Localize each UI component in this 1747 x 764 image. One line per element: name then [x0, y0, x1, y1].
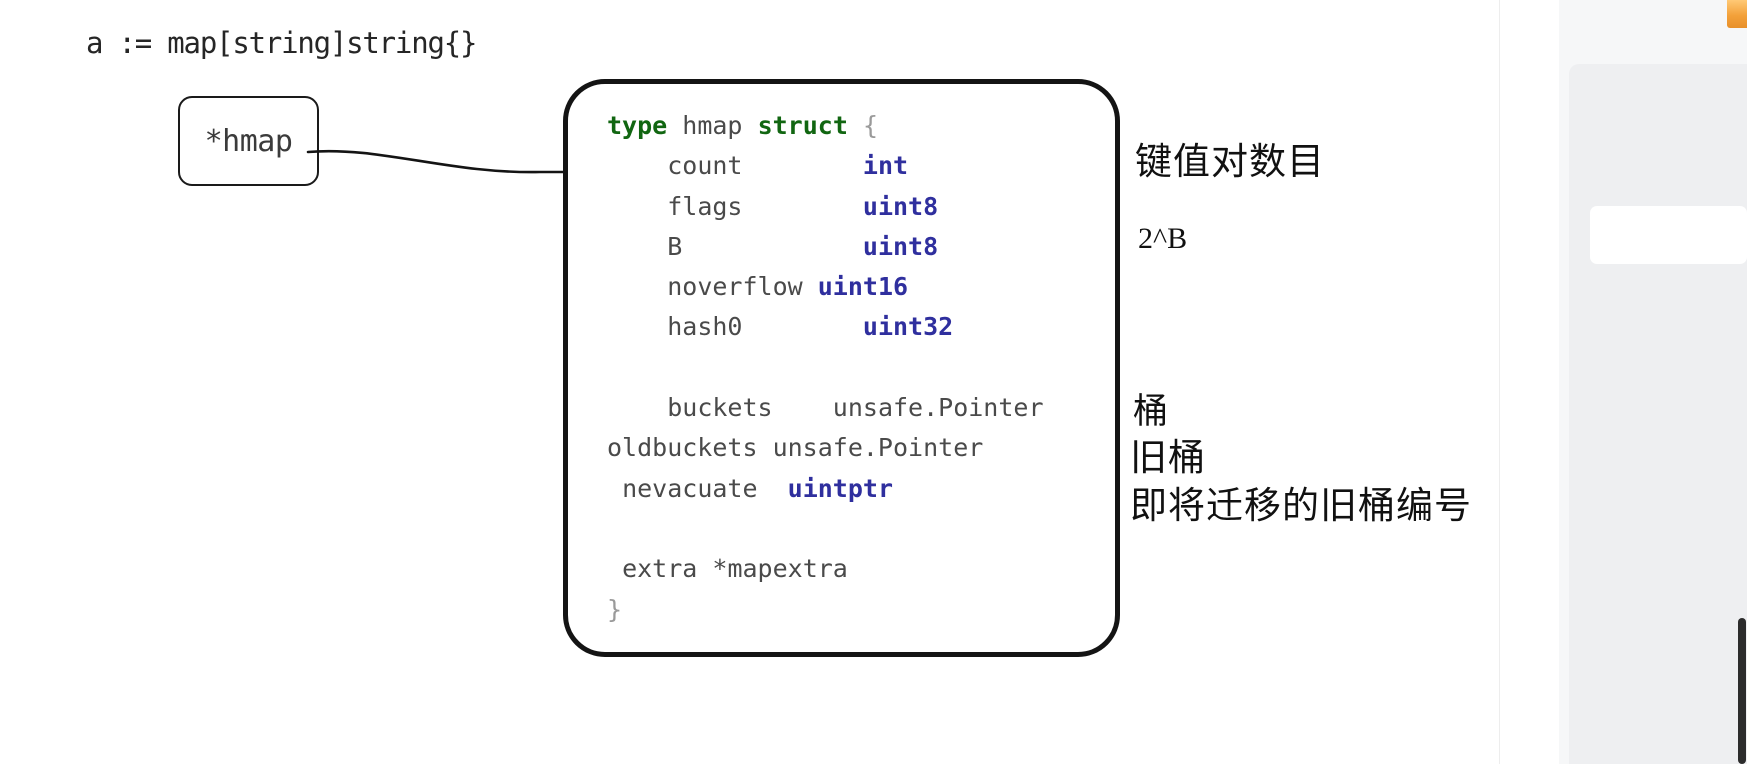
field-type-count: int: [862, 151, 909, 181]
slide-canvas: a := map[string]string{} *hmap type hmap…: [86, 26, 1472, 657]
struct-name: hmap: [682, 111, 743, 140]
struct-field-row: extra *mapextra: [607, 549, 1044, 589]
annotation-count: 键值对数目: [1135, 140, 1325, 183]
field-name-nevacuate: nevacuate: [622, 473, 758, 503]
rail-accent-badge: [1727, 0, 1747, 28]
field-type-oldbuckets: unsafe.Pointer: [772, 433, 984, 463]
rail-card-inner[interactable]: [1590, 206, 1747, 264]
struct-field-row: noverflow uint16: [607, 267, 1044, 307]
open-brace: {: [862, 111, 878, 140]
field-name-noverflow: noverflow: [667, 272, 803, 302]
keyword-struct: struct: [757, 111, 848, 140]
rail-divider: [1499, 0, 1500, 764]
close-brace: }: [607, 594, 623, 624]
struct-field-row: flags uint8: [607, 187, 1044, 227]
field-type-buckets: unsafe.Pointer: [832, 393, 1044, 423]
struct-blank-row: [607, 509, 1044, 549]
page-right-rail: [1499, 0, 1747, 764]
field-name-count: count: [667, 151, 743, 181]
annotation-nevacuate: 即将迁移的旧桶编号: [1130, 484, 1472, 527]
hmap-pointer-box: *hmap: [178, 96, 319, 186]
keyword-type: type: [607, 111, 668, 140]
hmap-pointer-label: *hmap: [204, 123, 293, 159]
hmap-struct-container: [563, 79, 1120, 657]
field-name-hash0: hash0: [667, 312, 743, 342]
annotation-oldbuckets: 旧桶: [1130, 436, 1206, 479]
struct-field-row: nevacuate uintptr: [607, 469, 1044, 509]
map-declaration-text: a := map[string]string{}: [86, 26, 477, 60]
rail-card[interactable]: [1569, 64, 1747, 764]
struct-field-row: oldbuckets unsafe.Pointer: [607, 428, 1044, 468]
field-type-hash0: uint32: [862, 312, 954, 342]
struct-blank-row: [607, 348, 1044, 388]
field-type-flags: uint8: [862, 191, 939, 221]
struct-field-row: B uint8: [607, 227, 1044, 267]
field-name-flags: flags: [667, 191, 743, 221]
bilibili-tv-play-logo-icon: [1331, 544, 1427, 633]
field-type-nevacuate: uintptr: [787, 473, 893, 503]
field-type-noverflow: uint16: [817, 272, 909, 302]
field-type-b: uint8: [862, 231, 939, 261]
field-name-extra: extra: [622, 554, 698, 584]
hmap-struct-code: type hmap struct { count int flags uint8…: [607, 106, 1044, 630]
struct-field-row: count int: [607, 146, 1044, 186]
annotation-b: 2^B: [1138, 222, 1188, 255]
page-scrollbar-thumb[interactable]: [1738, 618, 1746, 764]
struct-field-row: buckets unsafe.Pointer: [607, 388, 1044, 428]
field-name-b: B: [667, 231, 683, 261]
struct-field-row: hash0 uint32: [607, 307, 1044, 347]
annotation-buckets: 桶: [1133, 392, 1170, 432]
field-name-buckets: buckets: [667, 393, 773, 423]
field-type-extra: *mapextra: [712, 554, 848, 584]
field-name-oldbuckets: oldbuckets: [607, 433, 758, 463]
